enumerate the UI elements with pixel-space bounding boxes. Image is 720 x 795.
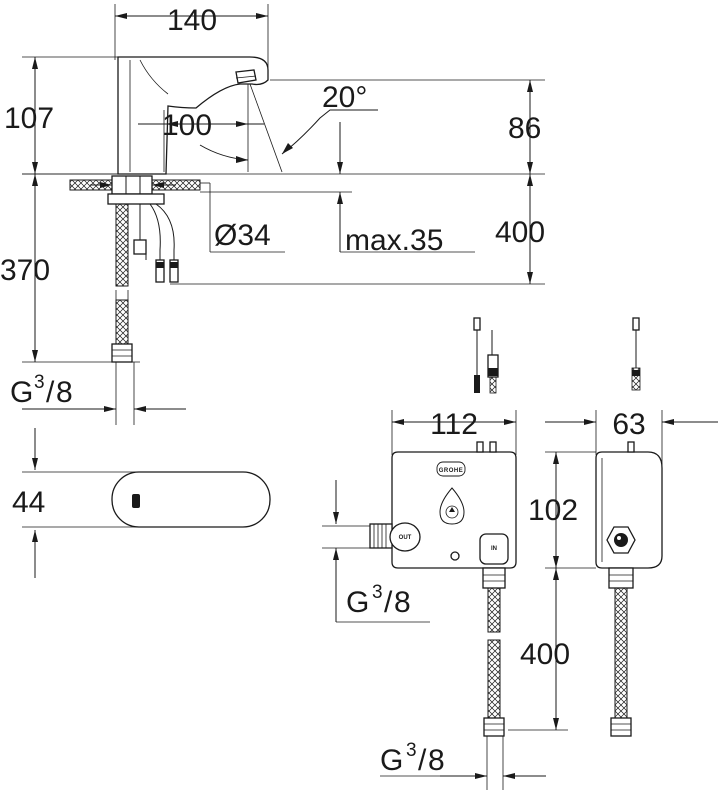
thread-separator: / <box>384 586 393 619</box>
thread-denominator: 8 <box>56 376 73 409</box>
dim-hose-length-bottom: 370 <box>0 254 50 287</box>
in-port-label: IN <box>491 546 497 552</box>
spout-top-view <box>22 428 271 578</box>
out-port-label: OUT <box>399 535 412 541</box>
dim-max-deck: max.35 <box>345 224 443 257</box>
thread-denominator: 8 <box>394 586 411 619</box>
faucet-side-view <box>22 4 545 425</box>
control-box-side <box>508 317 718 737</box>
thread-prefix: G <box>380 744 403 777</box>
brand-logo: GROHE <box>439 468 464 474</box>
thread-denominator: 8 <box>428 744 445 777</box>
dim-box-depth: 63 <box>612 408 645 441</box>
thread-label-box-in: G 3 / 8 <box>380 740 445 777</box>
dim-spout-reach: 100 <box>162 109 212 142</box>
dim-box-hose-length: 400 <box>520 638 570 671</box>
thread-numerator: 3 <box>34 372 45 393</box>
thread-separator: / <box>46 376 55 409</box>
thread-label-faucet: G 3 / 8 <box>10 372 73 409</box>
dim-box-height: 102 <box>528 494 578 527</box>
dim-box-width: 112 <box>430 408 478 441</box>
control-box-front: GROHE OUT IN <box>322 317 546 790</box>
thread-numerator: 3 <box>372 582 383 603</box>
dim-spray-angle: 20° <box>322 81 367 114</box>
dim-spout-width: 44 <box>12 486 45 519</box>
dim-faucet-width: 140 <box>167 4 217 37</box>
thread-prefix: G <box>346 586 369 619</box>
thread-label-box-out: G 3 / 8 <box>346 582 411 619</box>
thread-separator: / <box>418 744 427 777</box>
dim-outlet-height: 86 <box>508 112 541 145</box>
thread-prefix: G <box>10 376 33 409</box>
dimension-labels: 140 107 100 20° 86 Ø34 max.35 400 370 44… <box>0 4 646 671</box>
dim-faucet-height: 107 <box>4 102 54 135</box>
dim-hose-length-top: 400 <box>495 216 545 249</box>
dim-hole-diameter: Ø34 <box>214 219 271 252</box>
thread-numerator: 3 <box>406 740 417 761</box>
